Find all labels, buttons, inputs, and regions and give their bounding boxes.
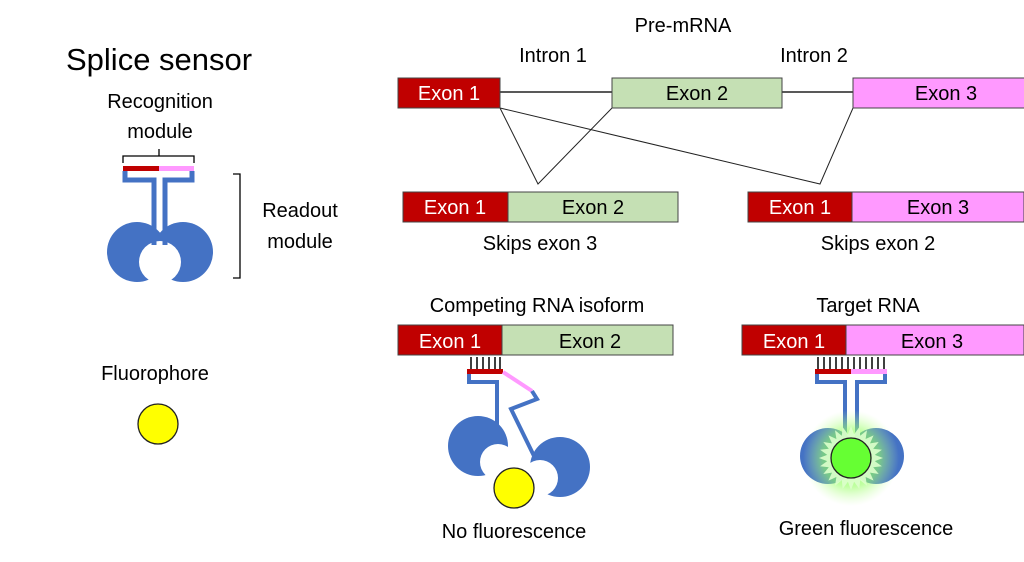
recognition-bracket: [122, 149, 195, 163]
svg-text:Exon 1: Exon 1: [424, 197, 486, 219]
competing-base-pairs: [470, 357, 501, 369]
pre-mrna-title: Pre-mRNA: [635, 15, 732, 37]
recognition-label-2: module: [127, 121, 193, 143]
svg-text:Exon 2: Exon 2: [562, 197, 624, 219]
svg-text:Exon 3: Exon 3: [915, 83, 977, 105]
svg-text:Exon 2: Exon 2: [559, 331, 621, 353]
intron2-label: Intron 2: [780, 45, 848, 67]
svg-text:Exon 1: Exon 1: [419, 331, 481, 353]
target-title: Target RNA: [816, 295, 920, 317]
free-fluorophore-icon: [493, 467, 535, 509]
splice-lines-skip-exon3: [499, 107, 613, 185]
skips-exon3-caption: Skips exon 3: [483, 233, 598, 255]
svg-text:Exon 3: Exon 3: [901, 331, 963, 353]
svg-text:Exon 1: Exon 1: [769, 197, 831, 219]
svg-text:Exon 1: Exon 1: [418, 83, 480, 105]
bound-fluorophore-icon: [830, 437, 872, 479]
readout-module-icon: [107, 171, 213, 282]
unbound-sensor-icon: [448, 369, 590, 497]
readout-label-2: module: [267, 231, 333, 253]
fluorophore-icon: [137, 403, 179, 445]
recognition-red-segment: [123, 166, 159, 171]
fluorophore-label: Fluorophore: [101, 363, 209, 385]
isoform-skip-exon3: Exon 1 Exon 2: [402, 191, 679, 223]
svg-text:Exon 2: Exon 2: [666, 83, 728, 105]
recognition-label-1: Recognition: [107, 91, 213, 113]
target-base-pairs: [817, 357, 885, 369]
skips-exon2-caption: Skips exon 2: [821, 233, 936, 255]
target-rna: Exon 1 Exon 3: [741, 324, 1024, 356]
pre-mrna-exon2: Exon 2: [611, 77, 783, 109]
readout-label-1: Readout: [262, 200, 338, 222]
readout-bracket: [233, 173, 241, 279]
splice-lines-skip-exon2: [499, 107, 854, 185]
competing-rna: Exon 1 Exon 2: [397, 324, 674, 356]
pre-mrna-exon1: Exon 1: [397, 77, 501, 109]
green-fluorescence-caption: Green fluorescence: [779, 518, 954, 540]
pre-mrna-exon3: Exon 3: [852, 77, 1024, 109]
no-fluorescence-caption: No fluorescence: [442, 521, 587, 543]
svg-text:Exon 1: Exon 1: [763, 331, 825, 353]
competing-title: Competing RNA isoform: [430, 295, 645, 317]
recognition-pink-segment: [159, 166, 194, 171]
sensor-title: Splice sensor: [66, 42, 252, 77]
intron1-label: Intron 1: [519, 45, 587, 67]
svg-text:Exon 3: Exon 3: [907, 197, 969, 219]
isoform-skip-exon2: Exon 1 Exon 3: [747, 191, 1024, 223]
